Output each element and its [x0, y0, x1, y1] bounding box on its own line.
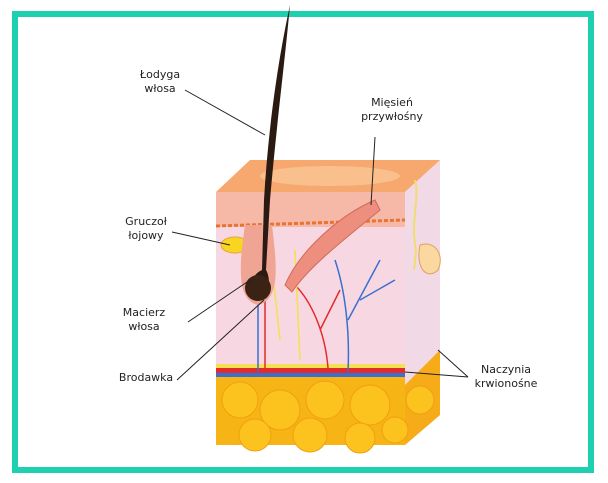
label-arrector-muscle: Mięsień przywłośny [361, 96, 423, 124]
label-line: Brodawka [118, 371, 174, 384]
label-line: łojowy [128, 229, 164, 242]
label-line: przywłośny [361, 110, 423, 123]
label-line: włosa [128, 320, 160, 333]
label-line: Macierz [122, 306, 166, 319]
hair-shaft [250, 5, 290, 300]
fat-cells [221, 380, 435, 454]
label-line: Naczynia [480, 363, 532, 376]
label-hair-shaft: Łodyga włosa [140, 68, 180, 96]
label-blood-vessels: Naczynia krwionośne [475, 363, 538, 391]
label-papilla: Brodawka [119, 371, 173, 385]
arrector-muscle [284, 199, 381, 293]
vein [216, 373, 405, 377]
label-line: Gruczoł [125, 215, 167, 228]
label-hair-matrix: Macierz włosa [123, 306, 165, 334]
diagram-frame [12, 11, 594, 473]
label-sebaceous-gland: Gruczoł łojowy [125, 215, 167, 243]
hair-bulb [245, 275, 271, 301]
label-line: Mięsień [371, 96, 413, 109]
leader-lines [171, 89, 469, 381]
label-line: Łodyga [139, 68, 181, 81]
label-line: krwionośne [474, 377, 538, 390]
artery [216, 368, 405, 373]
label-line: włosa [144, 82, 176, 95]
